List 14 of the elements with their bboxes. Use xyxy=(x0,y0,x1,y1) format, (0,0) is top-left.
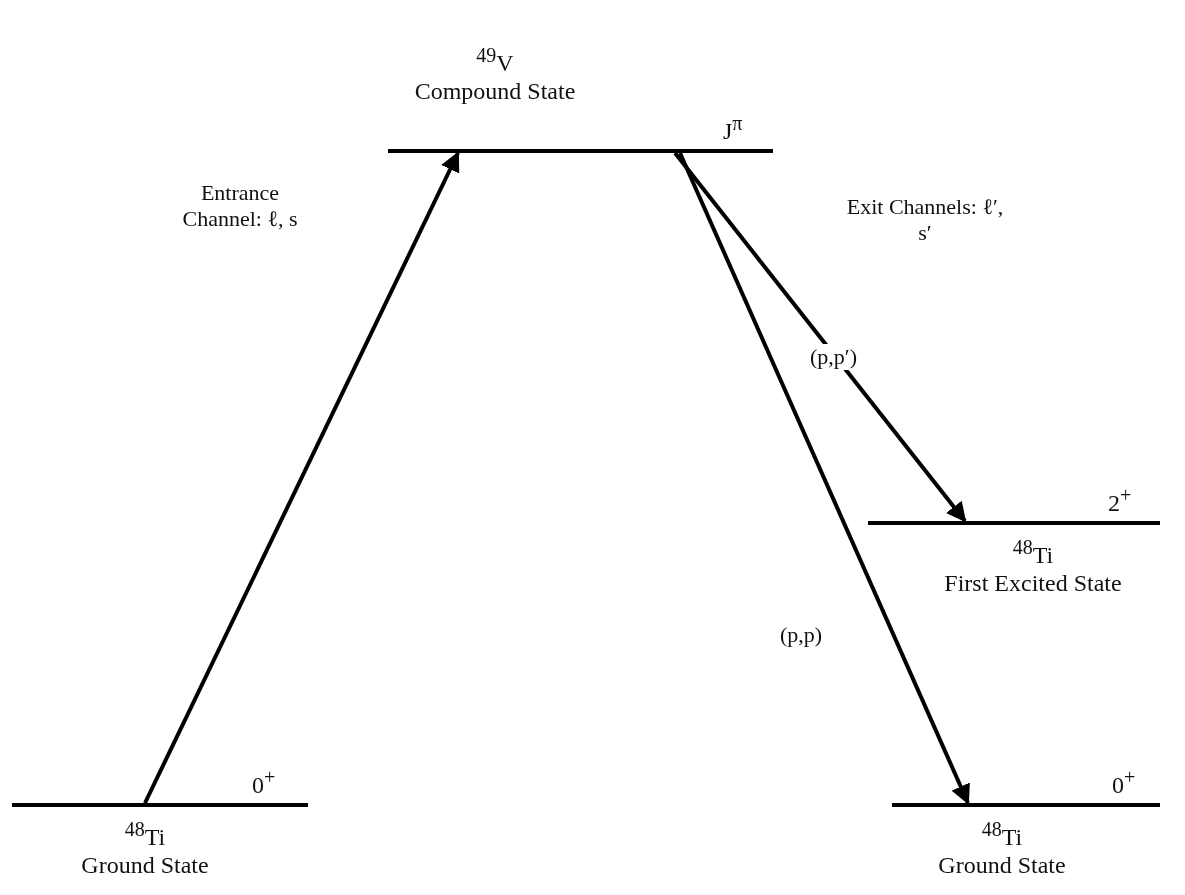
channel-note: Entrance Channel: ℓ, s xyxy=(181,180,299,232)
level-name: $^{48}$Ti Ground State xyxy=(80,817,210,879)
transition-arrow xyxy=(143,151,460,804)
transition-arrow xyxy=(673,151,967,523)
spin-parity-label: J$^{π}$ xyxy=(723,112,743,145)
level-name: $^{48}$Ti Ground State xyxy=(937,817,1067,879)
transition-arrow xyxy=(678,152,970,805)
channel-note: Exit Channels: ℓ′, s′ xyxy=(845,194,1005,246)
edge-label: (p,p′) xyxy=(808,344,859,370)
level-name: $^{49}$V Compound State xyxy=(413,43,577,105)
level-name: $^{48}$Ti First Excited State xyxy=(943,535,1123,597)
spin-parity-label: 0$^{+}$ xyxy=(1112,766,1136,799)
spin-parity-label: 0$^{+}$ xyxy=(252,766,276,799)
spin-parity-label: 2$^{+}$ xyxy=(1108,484,1132,517)
